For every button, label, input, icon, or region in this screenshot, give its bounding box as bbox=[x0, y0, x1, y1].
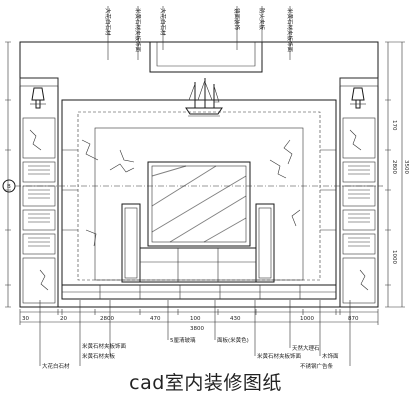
dimension-label: 2800 bbox=[391, 160, 397, 174]
dimension-label: 1000 bbox=[300, 316, 314, 322]
left-column-panels bbox=[22, 117, 56, 304]
bottom-label: 大花白石材 bbox=[42, 362, 70, 370]
right-wall-sconce bbox=[350, 87, 366, 109]
dimension-label: 1000 bbox=[391, 250, 397, 264]
marble-veins bbox=[81, 139, 301, 247]
dimension-label: 20 bbox=[60, 316, 67, 322]
right-speaker bbox=[255, 203, 275, 283]
bottom-label: 不锈钢广告条 bbox=[300, 362, 334, 370]
dimension-label: 170 bbox=[391, 120, 397, 131]
center-inner-frame bbox=[94, 127, 304, 281]
top-leaders bbox=[107, 6, 291, 60]
right-column-cap bbox=[339, 77, 379, 87]
top-label: 镜面装饰 bbox=[233, 8, 241, 31]
dimension-label: 30 bbox=[22, 316, 29, 322]
left-dimension-chain bbox=[2, 41, 16, 308]
bottom-label: 米黄石材夹板饰面 bbox=[82, 342, 127, 350]
side-shelves bbox=[62, 149, 336, 231]
top-label: 大花白石材 bbox=[104, 8, 112, 36]
top-recess-inner bbox=[156, 42, 256, 67]
drawing-caption: cad室内装修图纸 bbox=[129, 372, 282, 394]
right-dimension-chain bbox=[385, 41, 405, 308]
dimension-label: 3800 bbox=[190, 326, 204, 332]
dimension-label: 3500 bbox=[403, 160, 409, 174]
left-speaker bbox=[121, 203, 141, 283]
bottom-label: 面板(米黄色) bbox=[217, 336, 249, 344]
dimension-label: 100 bbox=[190, 316, 201, 322]
bottom-label: 米黄石材夹板饰面 bbox=[257, 352, 302, 360]
dimension-label: 430 bbox=[230, 316, 241, 322]
bottom-leaders bbox=[39, 300, 351, 366]
top-label: 米黄石材夹板饰面 bbox=[286, 8, 294, 53]
dimension-label: 470 bbox=[150, 316, 161, 322]
bottom-dimension-chain bbox=[19, 309, 379, 325]
dimension-label: 2800 bbox=[100, 316, 114, 322]
left-column-cap bbox=[19, 77, 59, 87]
top-label: 防火夹板 bbox=[258, 8, 266, 31]
floor-base bbox=[61, 284, 337, 300]
tv-cabinet bbox=[139, 247, 257, 283]
bottom-label: 米黄石材夹板 bbox=[82, 352, 116, 360]
top-label: 米黄石材夹板饰面 bbox=[134, 8, 142, 53]
dimension-label: 870 bbox=[348, 316, 359, 322]
bottom-label: 5厘清玻璃 bbox=[170, 336, 196, 344]
axis-marker-label: B bbox=[7, 184, 11, 190]
bottom-label: 天然大理石 bbox=[292, 344, 320, 352]
left-wall-sconce bbox=[30, 87, 46, 109]
top-label: 大花白石材 bbox=[159, 8, 167, 36]
bottom-label: 木饰面 bbox=[322, 352, 339, 360]
ship-ornament bbox=[185, 78, 223, 117]
right-column-panels bbox=[342, 117, 376, 304]
